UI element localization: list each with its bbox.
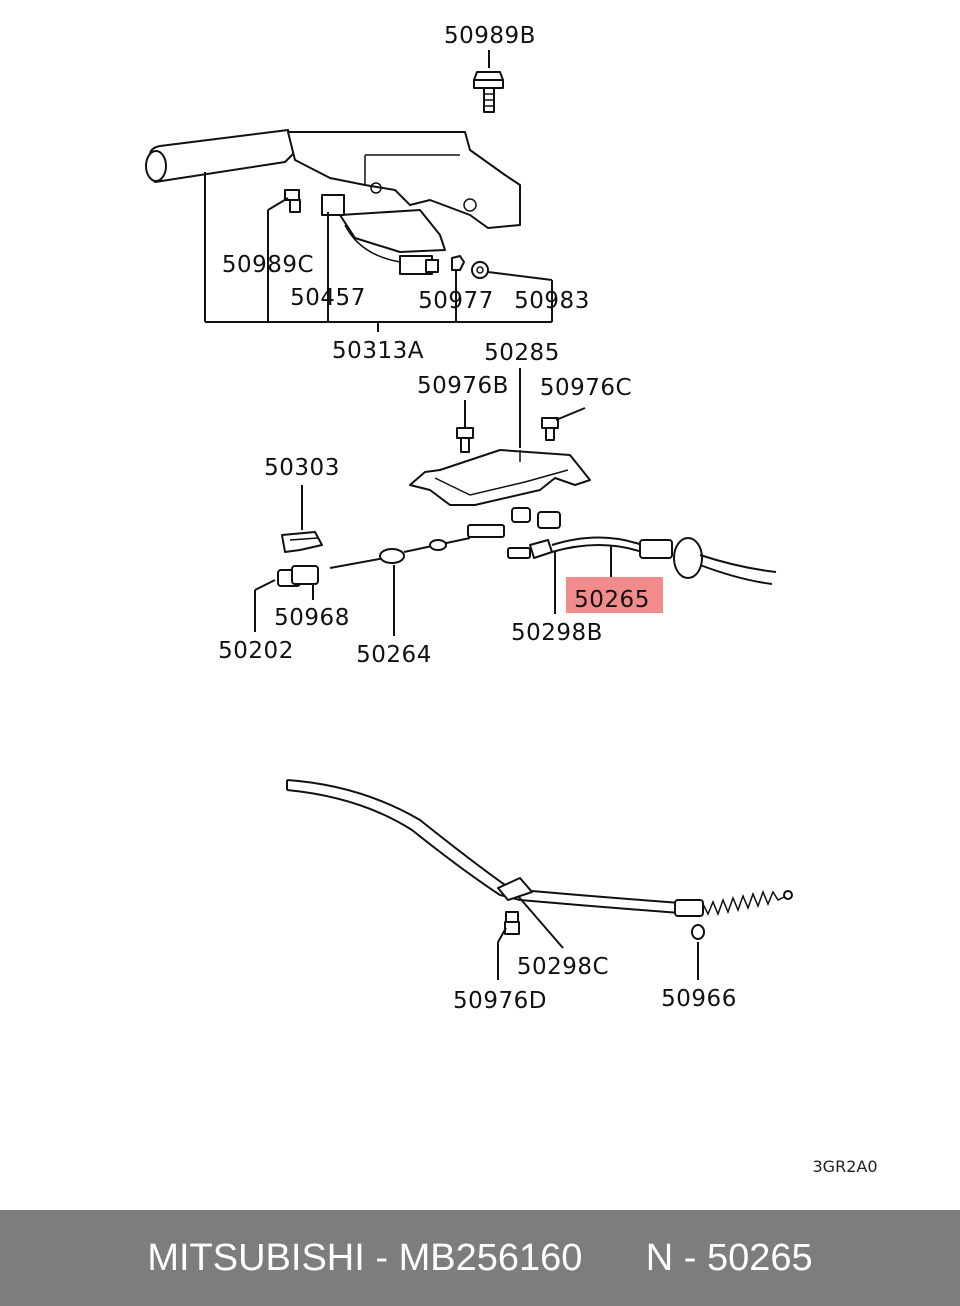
label-50265: 50265: [574, 587, 650, 613]
label-50457: 50457: [290, 285, 366, 311]
label-50313A: 50313A: [332, 338, 424, 364]
label-50298B: 50298B: [511, 620, 603, 646]
label-50989B: 50989B: [444, 23, 536, 49]
label-50976C: 50976C: [540, 375, 632, 401]
footer-ref-number: 50265: [706, 1236, 813, 1279]
highlight-50265: [566, 577, 663, 613]
label-50976B: 50976B: [417, 373, 509, 399]
label-50202: 50202: [218, 638, 294, 664]
label-50968: 50968: [274, 605, 350, 631]
label-50285: 50285: [484, 340, 560, 366]
footer-brand: MITSUBISHI: [147, 1236, 365, 1279]
footer-separator: -: [364, 1236, 399, 1279]
bolt-50976B: [456, 427, 474, 453]
label-50983: 50983: [514, 288, 590, 314]
label-50966: 50966: [661, 986, 737, 1012]
footer-ref-prefix: N -: [645, 1236, 707, 1279]
label-50977: 50977: [418, 288, 494, 314]
parking-brake-diagram: 50989B 50989C 50457 50977 50983 50313A 5…: [145, 23, 878, 1176]
label-50303: 50303: [264, 455, 340, 481]
label-50264: 50264: [356, 642, 432, 668]
label-50989C: 50989C: [222, 252, 314, 278]
clip-50303: [281, 531, 323, 553]
label-50976D: 50976D: [453, 988, 547, 1014]
footer-gap: [582, 1237, 645, 1280]
bolt-50989B: [473, 71, 504, 113]
cable-50265-upper: [507, 536, 777, 585]
diagram-code: 3GR2A0: [813, 1157, 878, 1176]
footer-part-number: MB256160: [398, 1236, 583, 1279]
bolt-50976C: [541, 417, 559, 441]
front-cable-50264: [277, 507, 561, 587]
cover-50285: [409, 449, 591, 506]
cable-lower: [286, 779, 793, 940]
label-50298C: 50298C: [517, 954, 609, 980]
lever-assembly: [145, 129, 521, 279]
part-footer: MITSUBISHI - MB256160 N - 50265: [0, 1210, 960, 1306]
